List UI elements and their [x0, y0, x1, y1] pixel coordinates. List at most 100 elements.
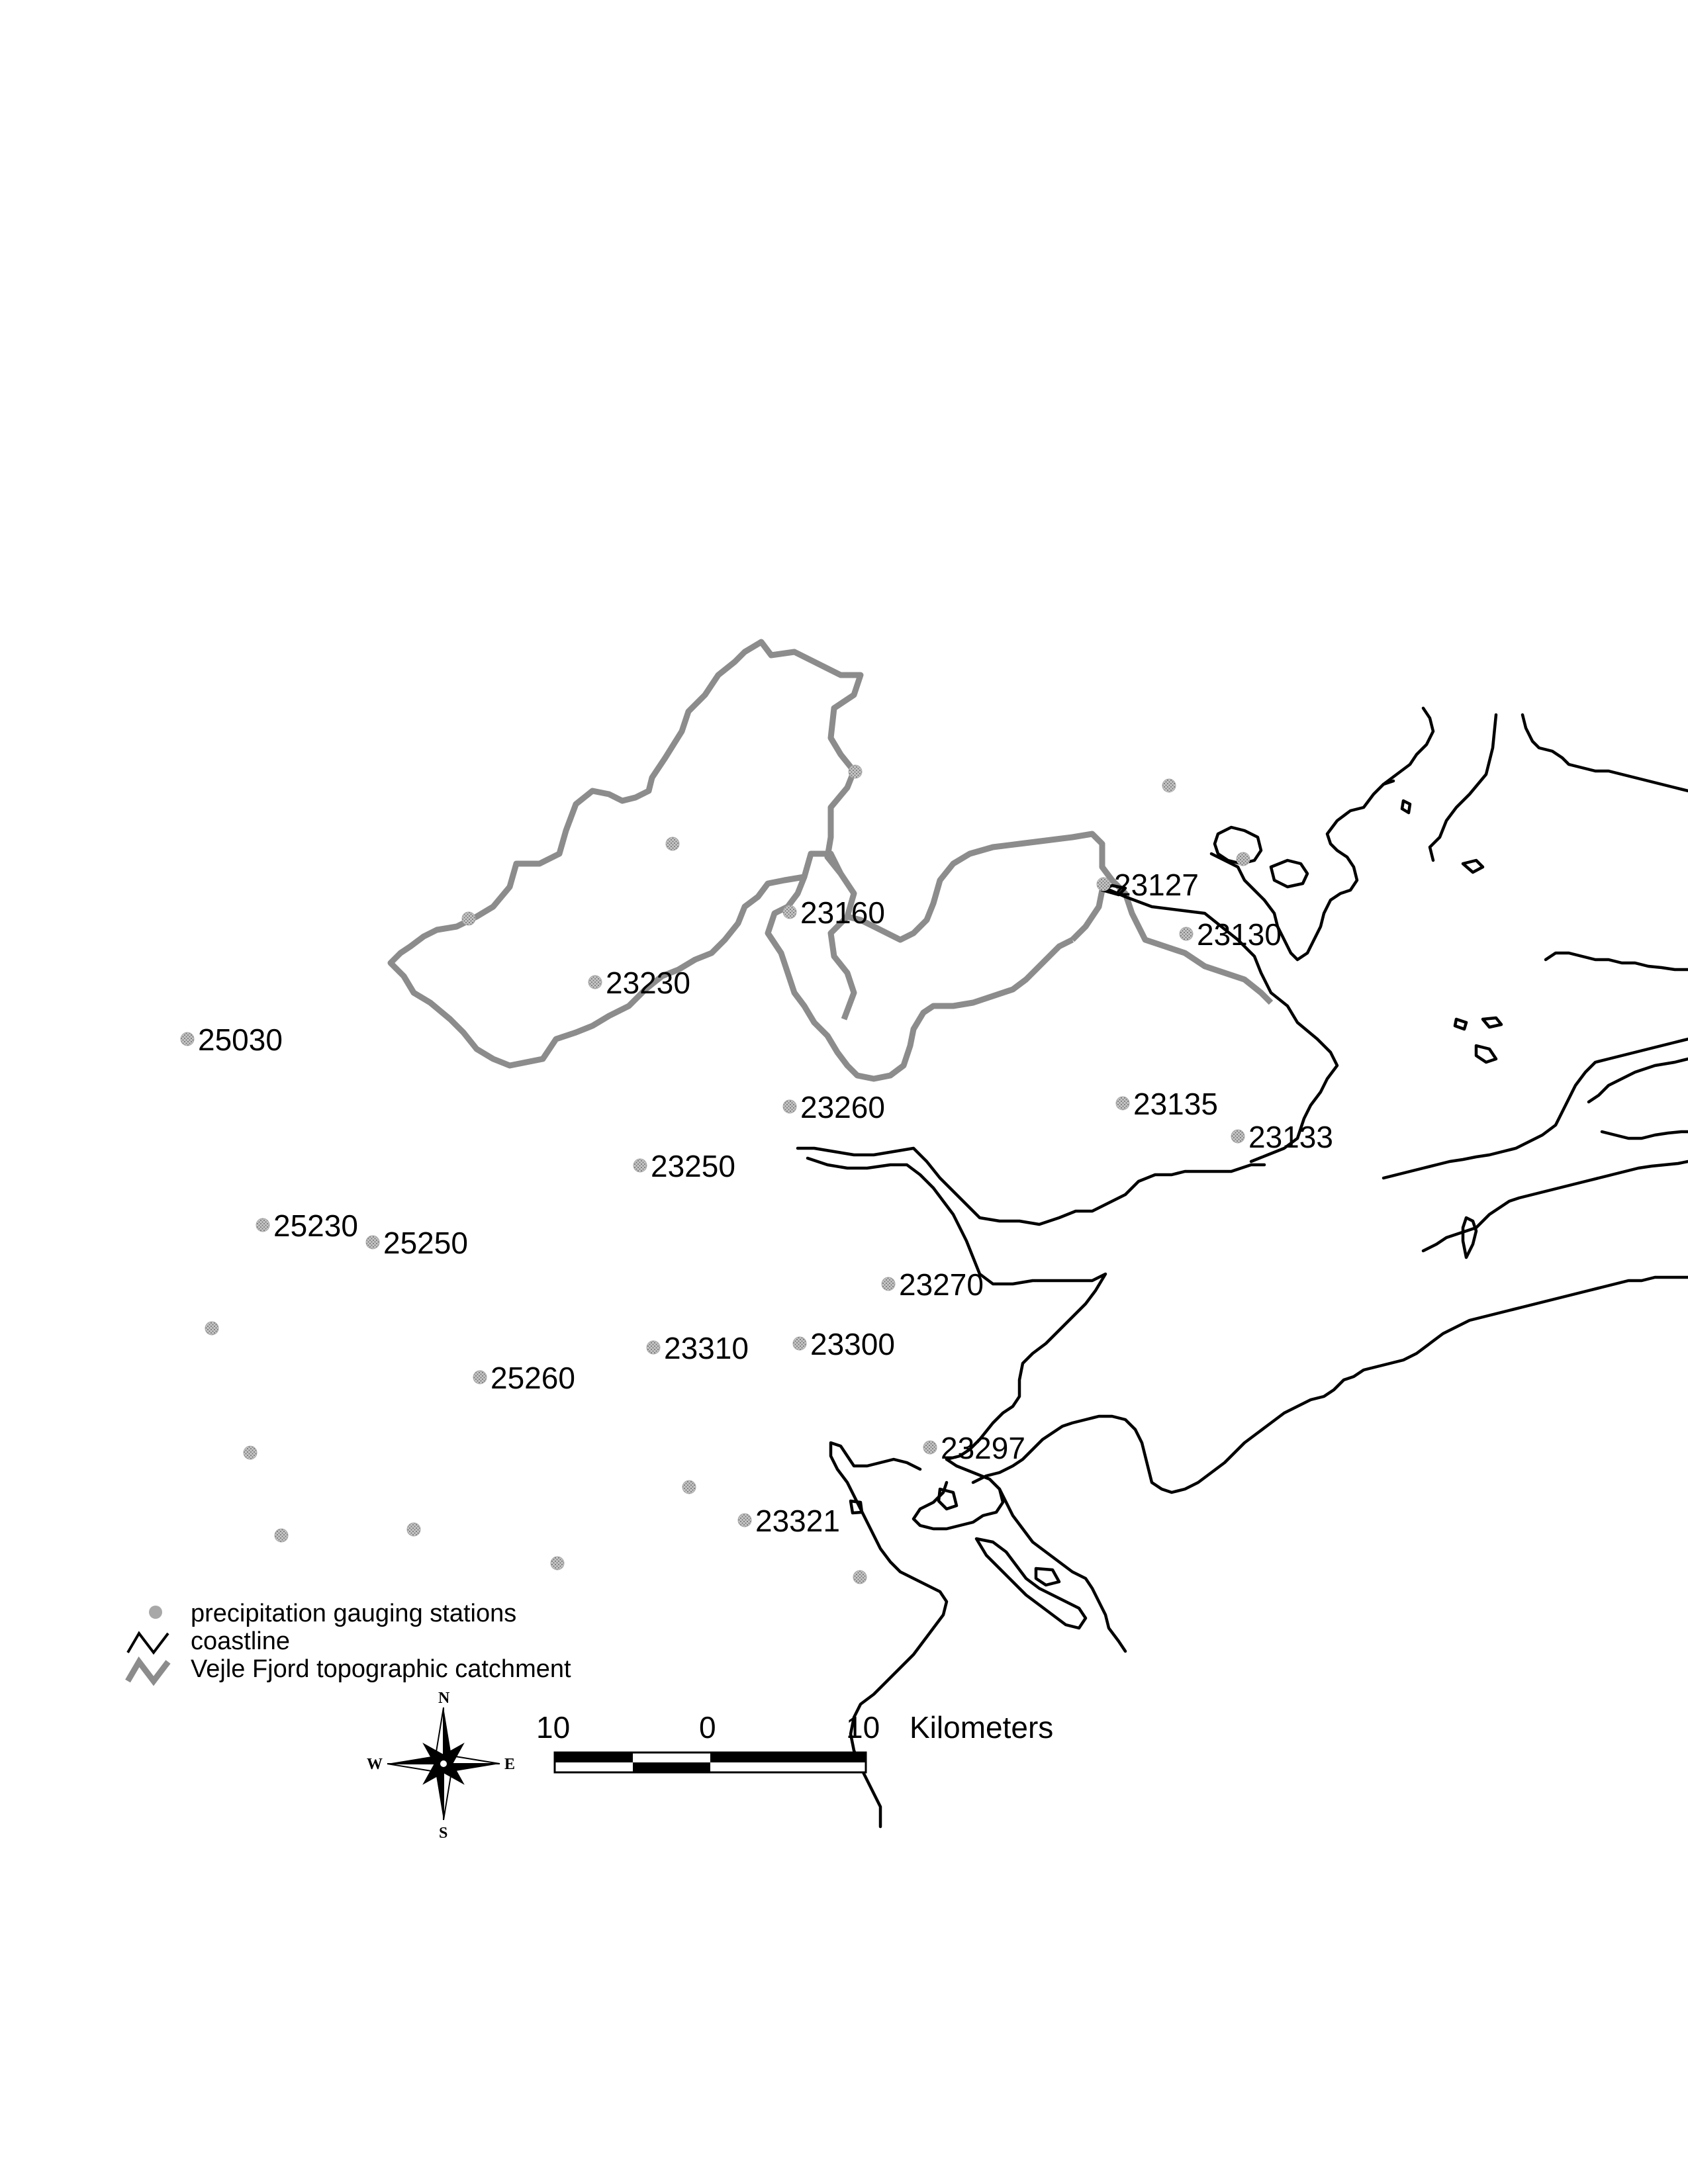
coastline-inner-fjord	[806, 1156, 1107, 1461]
legend-coastline-symbol	[126, 1631, 169, 1655]
coastline-layer	[796, 706, 1688, 1829]
catchment-boundary	[387, 639, 1274, 1082]
station-label: 23270	[899, 1267, 984, 1302]
coastline-east-island-3	[1600, 1130, 1688, 1140]
coastline-far-east	[1587, 1057, 1688, 1104]
compass-e-label: E	[504, 1756, 515, 1773]
coastline-east-strip	[1544, 951, 1688, 972]
compass-n-label: N	[438, 1690, 450, 1707]
station-marker	[243, 1445, 258, 1460]
coastline-east-islet	[1400, 799, 1412, 815]
station-label: 23130	[1197, 917, 1282, 952]
catchment-outline-east	[846, 831, 1274, 1005]
station-label: 25250	[383, 1226, 468, 1260]
station-marker	[473, 1370, 487, 1385]
station-marker	[782, 1099, 797, 1114]
coastline-east-bay	[1382, 1037, 1688, 1180]
station-marker	[550, 1556, 565, 1570]
station-marker	[256, 1218, 270, 1232]
catchment-outline-south	[765, 876, 1074, 1082]
scale-unit-label: Kilometers	[910, 1710, 1053, 1745]
coastline-north-island-2	[1269, 858, 1309, 889]
station-marker	[737, 1513, 752, 1527]
station-marker	[881, 1277, 896, 1291]
station-label: 23135	[1133, 1087, 1218, 1121]
compass-n-arm	[444, 1707, 451, 1764]
coastline-east-small	[1481, 1016, 1503, 1029]
station-marker	[792, 1336, 807, 1351]
compass-center	[439, 1759, 448, 1768]
coastline-island-south	[974, 1537, 1088, 1630]
catchment-outline-link	[1070, 889, 1105, 942]
station-marker	[1096, 877, 1111, 891]
compass-s-label: S	[439, 1825, 447, 1842]
coastline-east-island-2	[1382, 706, 1435, 786]
station-label: 23160	[800, 895, 885, 930]
station-label: 23310	[664, 1331, 749, 1365]
coastline-southern-shore	[912, 1457, 1005, 1531]
scale-label-right: 10	[846, 1710, 880, 1745]
station-label: 23300	[810, 1327, 895, 1361]
coastline-south-arm	[829, 1441, 949, 1829]
station-marker	[923, 1440, 937, 1455]
station-marker	[1231, 1129, 1245, 1144]
station-label: 23127	[1114, 868, 1199, 902]
station-label: 23133	[1248, 1120, 1333, 1154]
station-label: 25230	[273, 1208, 358, 1243]
coastline-north-islands	[1213, 825, 1263, 866]
coastline-main-fjord	[796, 1146, 1266, 1226]
station-marker	[633, 1158, 647, 1173]
coastline-southeast	[971, 1275, 1688, 1494]
coastline-long-east	[1421, 1160, 1688, 1253]
scale-label-left: 10	[536, 1710, 570, 1745]
coastline-peninsula	[1100, 885, 1339, 1163]
station-marker	[1236, 852, 1250, 866]
station-marker	[461, 911, 476, 926]
station-label: 25260	[491, 1361, 575, 1395]
station-label: 23230	[606, 966, 690, 1000]
station-label: 23250	[651, 1149, 735, 1183]
scale-segment-1	[555, 1752, 633, 1762]
station-marker	[682, 1480, 696, 1494]
legend-coastline-label: coastline	[191, 1627, 290, 1655]
coastline-east-island-1	[1209, 779, 1395, 962]
station-marker	[274, 1528, 289, 1543]
station-marker	[646, 1340, 661, 1355]
station-marker	[782, 905, 797, 919]
station-marker	[180, 1032, 195, 1046]
coastline-east-islet-3	[1474, 1044, 1498, 1064]
compass-rose: N S E W	[367, 1690, 515, 1842]
compass-e-arm	[444, 1764, 500, 1772]
station-marker	[406, 1522, 421, 1537]
legend-catchment-symbol	[125, 1656, 171, 1686]
station-marker	[665, 837, 680, 851]
coastline-eastern-shore	[1521, 713, 1688, 793]
station-marker	[588, 975, 602, 989]
station-marker	[1162, 778, 1176, 793]
coastline-east-islet-2	[1453, 1017, 1468, 1031]
compass-w-arm	[387, 1756, 444, 1764]
coastline-south-peninsula	[998, 1487, 1127, 1653]
station-label: 23321	[755, 1504, 840, 1538]
legend-station-symbol	[149, 1606, 162, 1619]
station-marker	[365, 1235, 380, 1250]
coastline-islet-2	[1034, 1567, 1061, 1587]
coastline-islet-3	[849, 1499, 864, 1515]
legend-catchment-label: Vejle Fjord topographic catchment	[191, 1655, 571, 1683]
legend-stations-label: precipitation gauging stations	[191, 1600, 516, 1627]
coastline-north-fjord	[1428, 713, 1498, 862]
station-marker	[848, 764, 863, 779]
station-marker	[1179, 927, 1194, 941]
scale-bar: 10 0 10 Kilometers	[536, 1710, 1053, 1774]
compass-s-arm	[436, 1764, 444, 1820]
scale-segment-3	[710, 1752, 866, 1762]
coastline-islet-1	[937, 1487, 959, 1511]
station-label: 23260	[800, 1090, 885, 1124]
station-label: 25030	[198, 1023, 283, 1057]
coastline-east-point	[1461, 858, 1485, 874]
catchment-outline	[387, 639, 864, 1069]
scale-label-middle: 0	[699, 1710, 716, 1745]
compass-w-label: W	[367, 1756, 383, 1773]
station-marker	[853, 1570, 867, 1584]
